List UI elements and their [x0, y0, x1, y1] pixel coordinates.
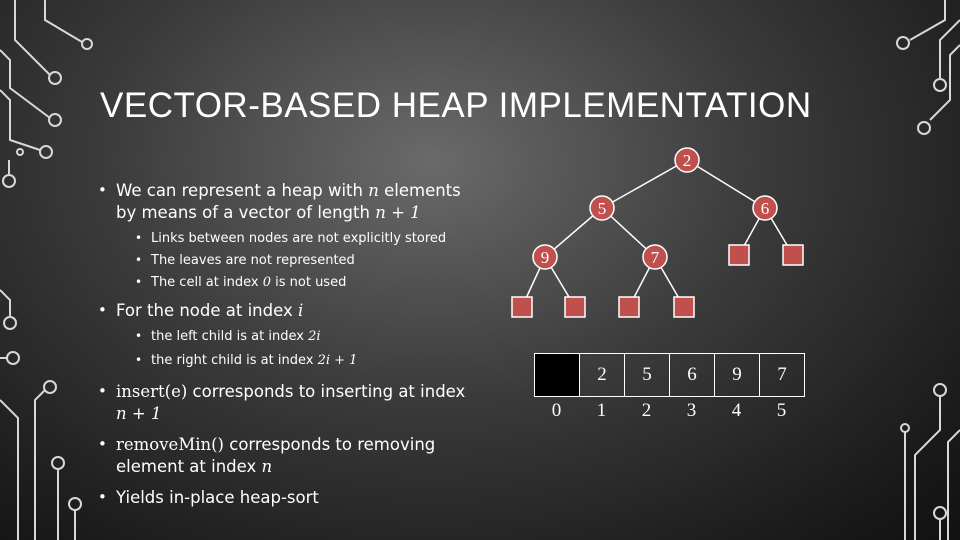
bullet-text: elements	[378, 181, 461, 200]
math-removemin: removeMin()	[116, 435, 224, 454]
subbullet-text: is not used	[271, 275, 347, 290]
bullet-dot: •	[135, 275, 143, 289]
subbullet-text: The leaves are not represented	[151, 253, 355, 268]
vector-cell-3: 6	[669, 353, 715, 397]
tree-node-left-left	[532, 244, 558, 270]
math-i: i	[297, 301, 304, 320]
math-2i: 2i	[308, 329, 321, 344]
vector-cell-0	[534, 353, 580, 397]
tree-node-left-left-label: 9	[541, 248, 550, 267]
math-2i-plus-1: 2i + 1	[317, 353, 358, 368]
bullet-text: We can represent a heap with	[116, 181, 369, 200]
bullet-text: element at index	[116, 457, 262, 476]
math-n: n	[261, 457, 273, 476]
leaf-node	[511, 296, 533, 318]
bullet-dot: •	[98, 382, 107, 400]
bullet-dot: •	[98, 435, 107, 453]
bullet-dot: •	[135, 253, 143, 267]
subbullet-leaves: • The leaves are not represented	[98, 250, 355, 271]
vector-index-4: 4	[731, 400, 742, 421]
subbullet-text: The cell at index	[151, 275, 263, 290]
subbullet-links: • Links between nodes are not explicitly…	[98, 228, 446, 249]
leaf-node	[782, 244, 804, 266]
math-zero: 0	[262, 275, 271, 290]
tree-node-left-label: 5	[598, 199, 607, 218]
math-n: n	[368, 181, 379, 200]
vector-cell-1: 2	[579, 353, 625, 397]
subbullet-text: the left child is at index	[151, 329, 309, 344]
vector-index-5: 5	[776, 400, 787, 421]
vector-index-0: 0	[551, 400, 562, 421]
math-insert: insert(e)	[116, 382, 188, 401]
bullet-dot: •	[135, 231, 143, 245]
leaf-node	[673, 296, 695, 318]
subbullet-left-child: • the left child is at index 2i	[98, 326, 321, 347]
bullet-text: by means of a vector of length	[116, 203, 376, 222]
tree-node-right-label: 6	[761, 199, 770, 218]
bullet-dot: •	[98, 301, 107, 319]
bullet-text: For the node at index	[116, 301, 298, 320]
vector-cell-4: 9	[714, 353, 760, 397]
subbullet-cell-zero: • The cell at index 0 is not used	[98, 272, 346, 293]
bullet-represent-heap-line2: by means of a vector of length n + 1	[98, 202, 421, 223]
subbullet-text: the right child is at index	[151, 353, 318, 368]
tree-node-left-right	[642, 244, 668, 270]
tree-node-root-label: 2	[683, 151, 692, 170]
bullet-dot: •	[98, 181, 107, 199]
vector-index-1: 1	[596, 400, 607, 421]
slide-title: VECTOR-BASED HEAP IMPLEMENTATION	[100, 86, 812, 125]
bullet-removemin: • removeMin() corresponds to removing	[98, 434, 435, 455]
leaf-node	[564, 296, 586, 318]
bullet-dot: •	[135, 353, 143, 367]
bullet-dot: •	[98, 488, 107, 506]
vector-index-3: 3	[686, 400, 697, 421]
bullet-text: corresponds to inserting at index	[187, 382, 466, 401]
math-n-plus-1: n + 1	[116, 404, 162, 423]
bullet-dot: •	[135, 329, 143, 343]
vector-index-2: 2	[641, 400, 652, 421]
tree-node-left-right-label: 7	[651, 248, 660, 267]
tree-node-left	[589, 195, 615, 221]
bullet-heap-sort: • Yields in-place heap-sort	[98, 487, 319, 508]
vector-cell-5: 7	[759, 353, 805, 397]
subbullet-text: Links between nodes are not explicitly s…	[151, 231, 447, 246]
tree-node-right	[752, 195, 778, 221]
tree-node-root	[674, 147, 700, 173]
math-n-plus-1: n + 1	[375, 203, 421, 222]
bullet-insert: • insert(e) corresponds to inserting at …	[98, 381, 465, 402]
bullet-insert-line2: n + 1	[98, 403, 161, 424]
bullet-represent-heap: • We can represent a heap with n element…	[98, 180, 461, 201]
subbullet-right-child: • the right child is at index 2i + 1	[98, 350, 357, 371]
bullet-node-index: • For the node at index i	[98, 300, 303, 321]
bullet-text: corresponds to removing	[224, 435, 436, 454]
bullet-removemin-line2: element at index n	[98, 456, 272, 477]
vector-cell-2: 5	[624, 353, 670, 397]
leaf-node	[618, 296, 640, 318]
leaf-node	[728, 244, 750, 266]
bullet-text: Yields in-place heap-sort	[116, 488, 319, 507]
